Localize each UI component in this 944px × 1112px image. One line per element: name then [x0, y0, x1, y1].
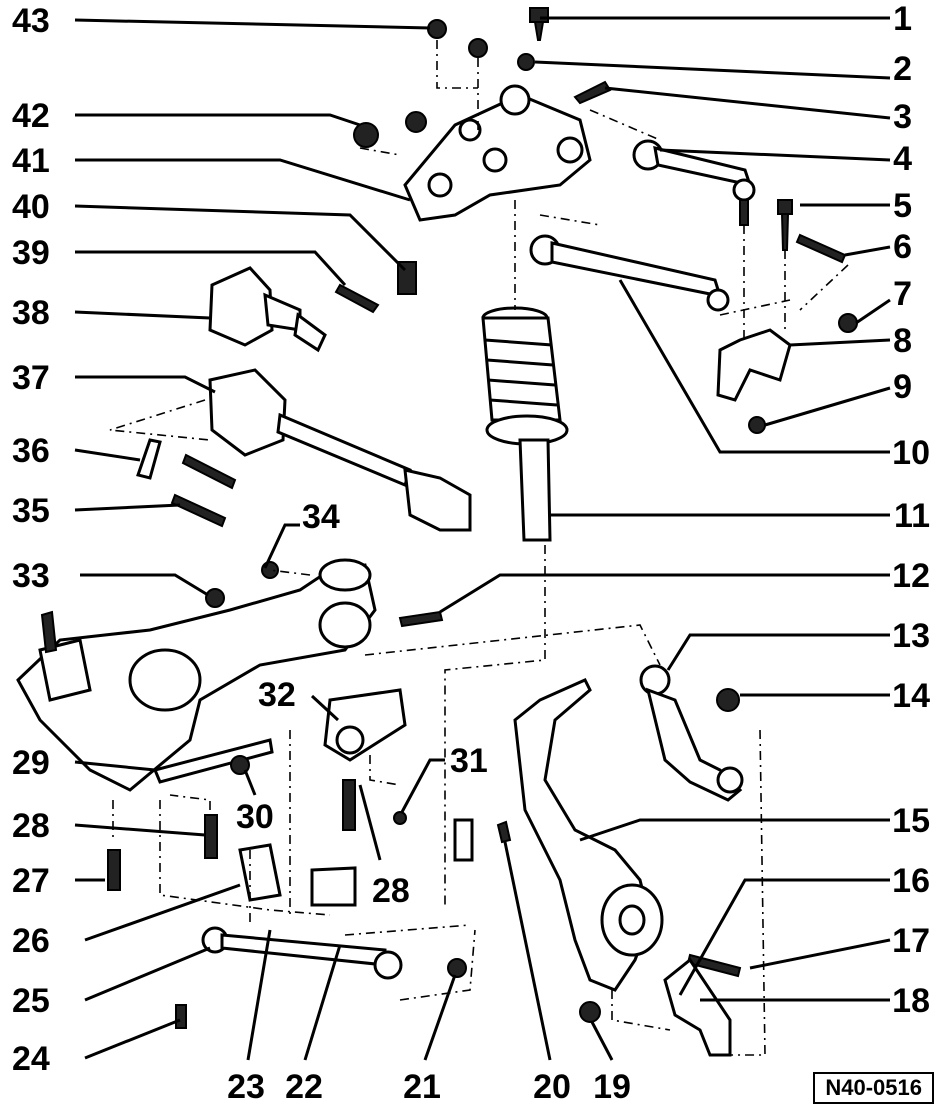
callout-3: 3: [893, 98, 912, 136]
bolt-39: [334, 283, 380, 314]
trailing-arm-29: [152, 738, 274, 784]
nut-top: [468, 38, 488, 58]
callout-38: 38: [12, 294, 50, 332]
callout-16: 16: [892, 862, 930, 900]
callout-11: 11: [894, 497, 930, 535]
nut-42b: [405, 111, 427, 133]
callout-29: 29: [12, 744, 50, 782]
callout-9: 9: [893, 368, 912, 406]
bolt-28: [204, 814, 218, 859]
callout-22: 22: [285, 1068, 323, 1106]
lower-link: [201, 843, 403, 980]
bolt-35: [170, 493, 227, 528]
bolt-27: [107, 849, 121, 891]
callout-25: 25: [12, 982, 50, 1020]
callout-28-secondary: 28: [372, 872, 410, 910]
nut-30: [230, 755, 250, 775]
bolt-28b: [342, 779, 356, 831]
callout-numbers: 1 2 3 4 5 6 7 8 9 10 11 12 13 14 15 16 1…: [12, 0, 930, 1106]
callout-20: 20: [533, 1068, 571, 1106]
nut-34: [261, 561, 279, 579]
callout-26: 26: [12, 922, 50, 960]
bolt-12: [398, 610, 444, 628]
nut-43: [427, 19, 447, 39]
callout-1: 1: [893, 0, 912, 38]
leader-lines: [74, 16, 891, 1061]
callout-21: 21: [403, 1068, 441, 1106]
callout-10: 10: [892, 434, 930, 472]
reference-code-label: N40-0516: [813, 1072, 934, 1104]
parts-artwork: [16, 7, 858, 1057]
toe-link-13: [639, 664, 744, 802]
coil-spring-strut: [481, 306, 569, 542]
washer-2: [517, 53, 535, 71]
rear-subframe: [16, 558, 377, 792]
callout-37: 37: [12, 359, 50, 397]
callout-18: 18: [892, 982, 930, 1020]
pin-6: [795, 233, 847, 264]
bolt-36: [181, 453, 237, 490]
callout-41: 41: [12, 142, 50, 180]
hub-carrier-top-8: [716, 328, 792, 402]
bolt-5: [777, 199, 793, 251]
upper-mounting-bracket: [403, 84, 592, 222]
drive-shaft-37: [208, 368, 472, 532]
nut-19: [579, 1001, 601, 1023]
callout-32: 32: [258, 676, 296, 714]
callout-4: 4: [893, 140, 912, 178]
callout-42: 42: [12, 97, 50, 135]
nut-33: [205, 588, 225, 608]
callout-12: 12: [892, 557, 930, 595]
callout-19: 19: [593, 1068, 631, 1106]
callout-5: 5: [893, 187, 912, 225]
bolt-24: [175, 1004, 187, 1029]
sensor-clip-20: [496, 820, 512, 844]
assembly-lines: [109, 40, 849, 1056]
wheel-bearing-housing: [513, 678, 664, 992]
nut-14: [716, 688, 740, 712]
nut-42a: [353, 122, 379, 148]
callout-15: 15: [892, 802, 930, 840]
callout-6: 6: [893, 228, 912, 266]
bracket-16: [663, 957, 732, 1057]
nut-31: [393, 811, 407, 825]
callout-23: 23: [227, 1068, 265, 1106]
callout-43: 43: [12, 2, 50, 40]
callout-30: 30: [236, 798, 274, 836]
mount-bracket-32: [323, 688, 407, 762]
nut-7: [838, 313, 858, 333]
callout-17: 17: [892, 922, 930, 960]
callout-28: 28: [12, 807, 50, 845]
callout-39: 39: [12, 234, 50, 272]
bolt-3: [573, 80, 612, 105]
callout-8: 8: [893, 322, 912, 360]
bolt-40: [397, 261, 417, 295]
bolt-1: [529, 7, 549, 41]
upper-control-arm-rear: [529, 234, 730, 312]
cv-joint-38: [208, 266, 327, 353]
callout-40: 40: [12, 188, 50, 226]
bracket-36: [136, 438, 162, 480]
callout-14: 14: [892, 677, 930, 715]
callout-13: 13: [892, 617, 930, 655]
callout-24: 24: [12, 1040, 50, 1078]
callout-2: 2: [893, 50, 912, 88]
sensor-20: [453, 818, 474, 862]
upper-control-arm-front: [632, 139, 756, 226]
callout-33: 33: [12, 557, 50, 595]
callout-34: 34: [302, 498, 340, 536]
callout-7: 7: [893, 275, 912, 313]
callout-36: 36: [12, 432, 50, 470]
callout-31: 31: [450, 742, 488, 780]
nut-9: [748, 416, 766, 434]
callout-27: 27: [12, 862, 50, 900]
nut-21: [447, 958, 467, 978]
callout-35: 35: [12, 492, 50, 530]
